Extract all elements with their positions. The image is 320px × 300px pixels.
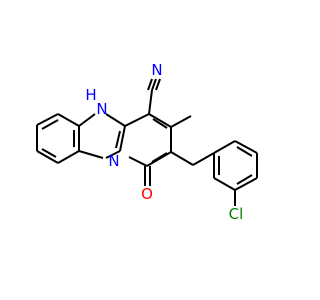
bond xyxy=(213,140,236,154)
bridgehead-nitrogen-label: N xyxy=(108,152,119,170)
bond xyxy=(236,146,253,157)
bond xyxy=(41,119,59,130)
bond xyxy=(151,78,157,91)
bond xyxy=(155,78,161,91)
bond xyxy=(234,177,258,191)
nh-atom-label: N xyxy=(96,100,107,118)
structure-drawing: N H N N O Cl xyxy=(36,61,258,223)
bond xyxy=(78,150,104,159)
chlorine-atom-label: Cl xyxy=(229,205,244,223)
bond xyxy=(119,125,126,152)
bond xyxy=(57,113,80,127)
bond xyxy=(78,113,96,127)
bond xyxy=(192,152,215,166)
bond xyxy=(151,152,168,163)
carbonyl-oxygen-label: O xyxy=(141,185,153,203)
bond xyxy=(105,113,126,127)
bond xyxy=(148,89,153,115)
bond xyxy=(105,150,121,159)
bond xyxy=(152,118,168,129)
bond xyxy=(36,113,59,126)
bond xyxy=(170,115,192,128)
molecule-diagram: N H N N O Cl xyxy=(36,61,258,223)
bond xyxy=(57,150,80,164)
bond xyxy=(170,151,194,166)
bond xyxy=(146,151,172,167)
nitrile-nitrogen-label: N xyxy=(151,61,162,79)
bond xyxy=(234,140,258,154)
bond-group xyxy=(36,78,258,206)
bond xyxy=(124,113,150,127)
bond xyxy=(147,78,153,91)
nh-hydrogen-label: H xyxy=(85,86,96,104)
bond xyxy=(148,113,172,128)
bond xyxy=(236,174,253,185)
bond xyxy=(36,150,59,164)
bond xyxy=(41,148,57,158)
bond xyxy=(115,130,121,149)
bond xyxy=(213,177,236,191)
atom-label-group: N H N N O Cl xyxy=(85,61,243,223)
bond xyxy=(128,156,148,167)
